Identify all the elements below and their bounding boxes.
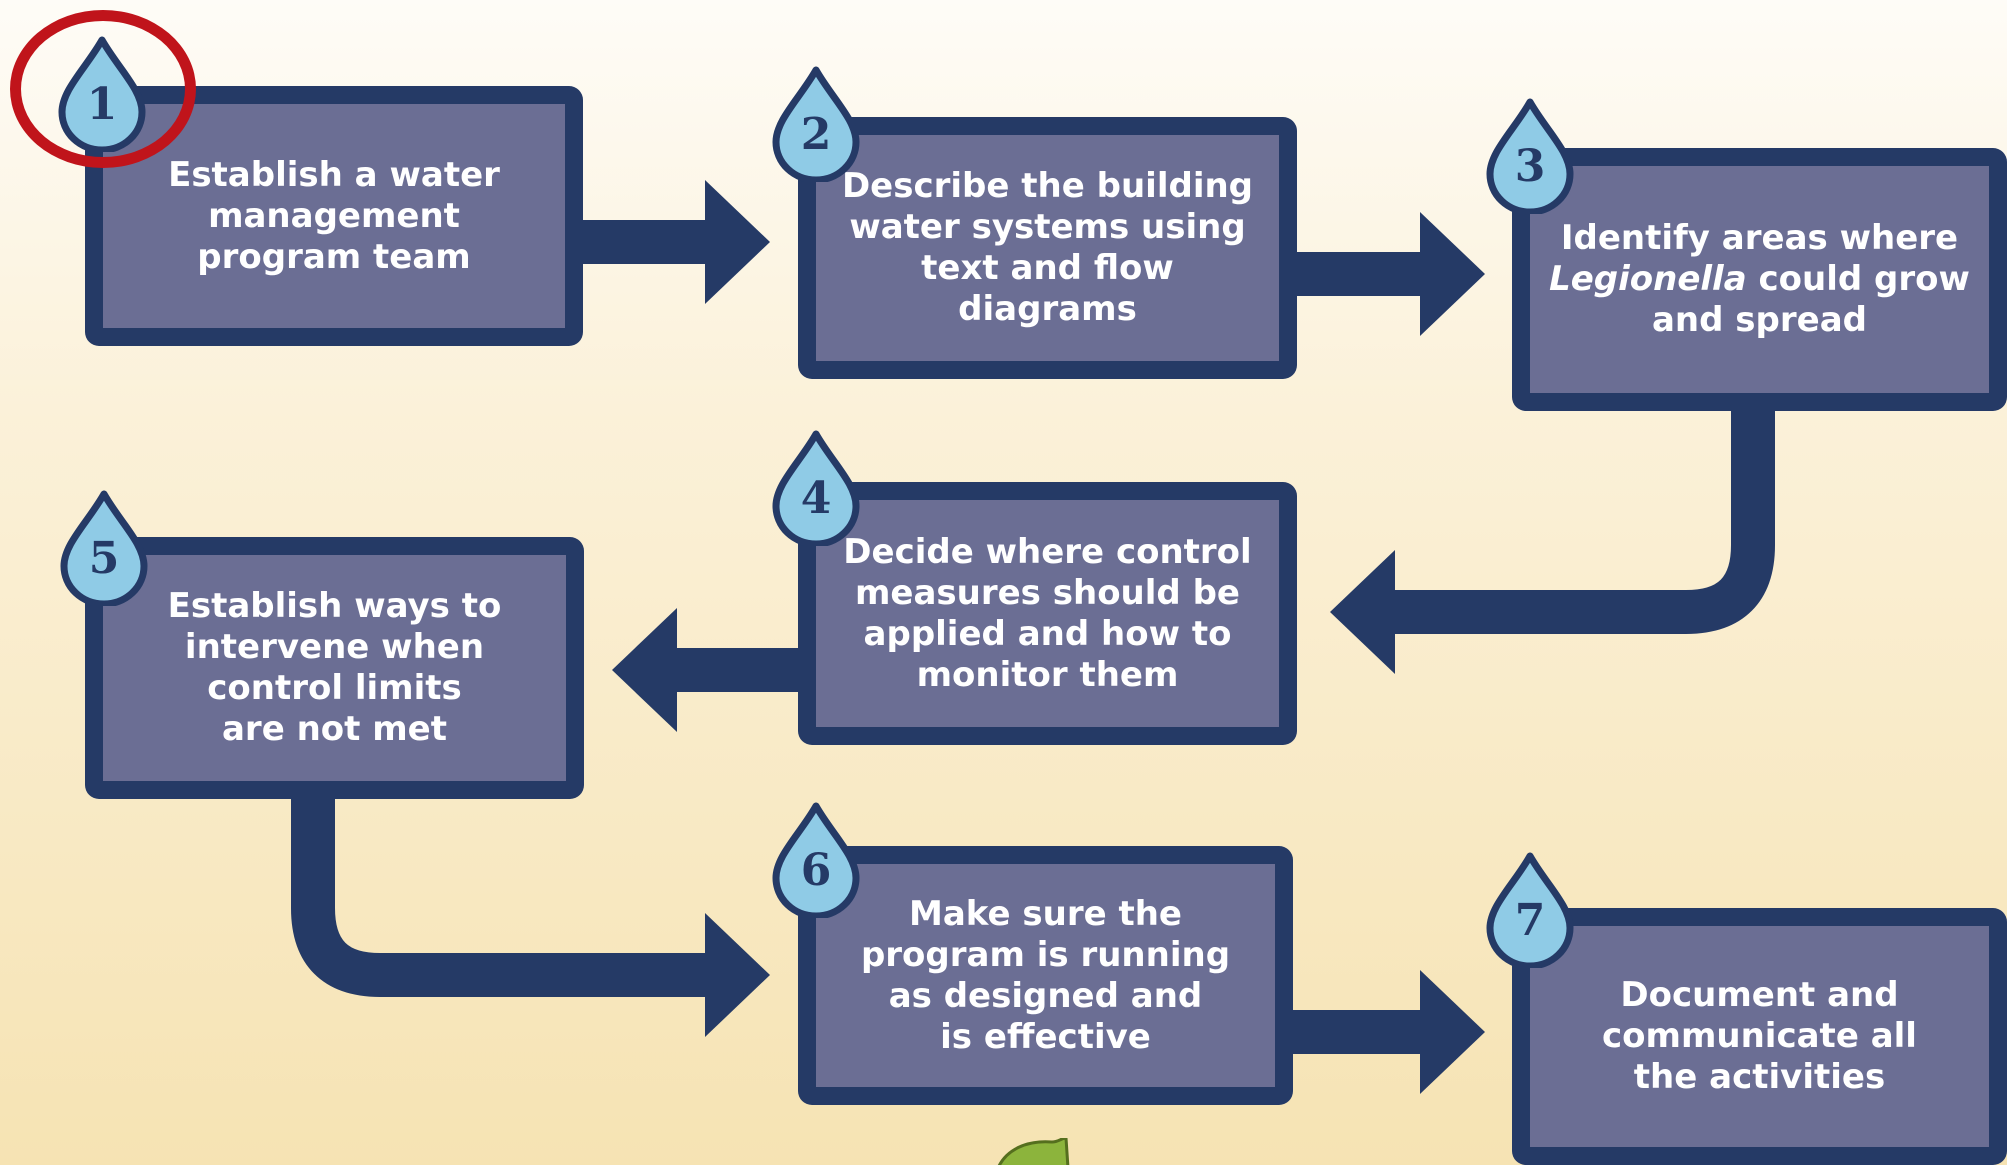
step-2-number: 2 bbox=[800, 109, 832, 160]
arrow-2-to-3 bbox=[1285, 212, 1485, 336]
water-drop-icon bbox=[772, 66, 860, 182]
step-6-line-2: program is running bbox=[860, 934, 1231, 975]
step-6-number: 6 bbox=[800, 845, 832, 896]
step-2-line-3: text and flow diagrams bbox=[921, 248, 1174, 329]
step-4-line-2: measures should be bbox=[854, 572, 1240, 613]
step-4-marker: 4 bbox=[768, 428, 864, 546]
step-5-line-2: intervene when bbox=[184, 627, 485, 667]
water-drop-icon bbox=[772, 430, 860, 546]
step-4-line-4: monitor them bbox=[916, 654, 1179, 695]
step-5-line-1: Establish ways to bbox=[167, 586, 502, 626]
step-6-line-3: as designed and bbox=[888, 975, 1203, 1016]
step-3-number: 3 bbox=[1514, 141, 1546, 192]
arrow-5-to-6 bbox=[291, 780, 710, 997]
water-drop-icon bbox=[772, 802, 860, 918]
step-7-marker: 7 bbox=[1482, 850, 1578, 968]
arrow-1-to-2 bbox=[570, 180, 770, 304]
step-1-highlight-circle bbox=[10, 10, 196, 168]
leaf-icon bbox=[997, 1138, 1070, 1165]
step-7-line-1: Document and bbox=[1620, 975, 1899, 1015]
step-4-line-3: applied and how to bbox=[863, 613, 1232, 654]
step-6-marker: 6 bbox=[768, 800, 864, 918]
arrowhead-3-to-4 bbox=[1330, 550, 1395, 674]
step-1-line-3: program team bbox=[197, 236, 471, 277]
step-7-number: 7 bbox=[1514, 895, 1546, 946]
step-5-marker: 5 bbox=[56, 488, 152, 606]
water-drop-icon bbox=[1486, 852, 1574, 968]
step-5-line-4: are not met bbox=[221, 709, 447, 749]
step-1-line-2: management bbox=[208, 195, 460, 236]
step-3-marker: 3 bbox=[1482, 96, 1578, 214]
step-5-number: 5 bbox=[88, 533, 120, 584]
step-4-line-1: Decide where control bbox=[843, 531, 1252, 572]
water-drop-icon bbox=[60, 490, 148, 606]
step-2-line-2: water systems using bbox=[849, 207, 1246, 247]
step-1-line-1: Establish a water bbox=[168, 154, 500, 195]
step-2-line-1: Describe the building bbox=[841, 166, 1254, 206]
arrow-4-to-5 bbox=[612, 608, 812, 732]
step-3-line-rest: could grow and spread bbox=[1651, 259, 1970, 340]
step-3-line-1: Identify areas where bbox=[1560, 218, 1959, 258]
step-3-italic-term: Legionella bbox=[1549, 259, 1747, 299]
arrow-6-to-7 bbox=[1285, 970, 1485, 1094]
step-5-line-3: control limits bbox=[207, 668, 462, 708]
arrow-3-to-4 bbox=[1390, 398, 1775, 634]
step-2-marker: 2 bbox=[768, 64, 864, 182]
step-6-line-4: is effective bbox=[940, 1016, 1151, 1057]
step-6-line-1: Make sure the bbox=[909, 893, 1182, 934]
arrowhead-5-to-6 bbox=[705, 913, 770, 1037]
step-7-line-3: the activities bbox=[1633, 1057, 1886, 1097]
water-drop-icon bbox=[1486, 98, 1574, 214]
step-4-number: 4 bbox=[800, 473, 832, 524]
step-7-line-2: communicate all bbox=[1602, 1016, 1917, 1056]
